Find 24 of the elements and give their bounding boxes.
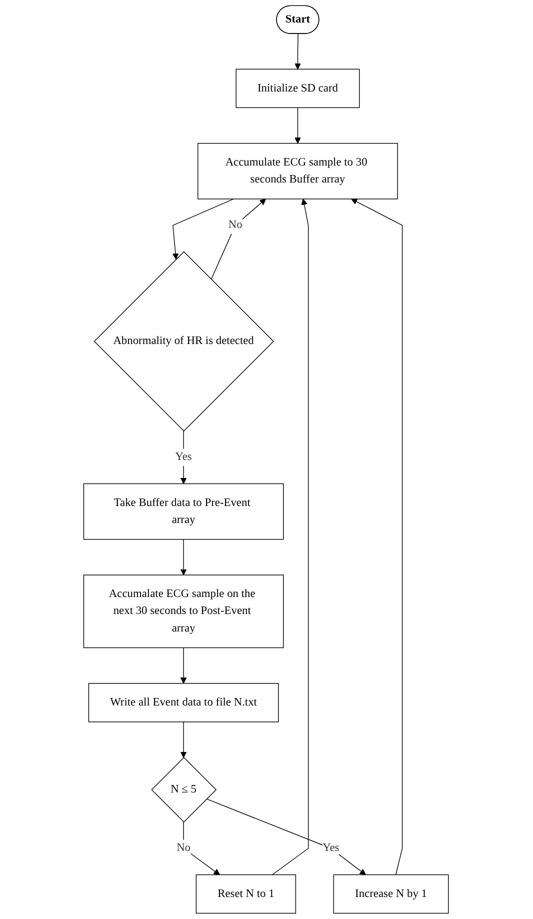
node-box: Increase N by 1 <box>334 874 450 914</box>
edge-label: No <box>177 842 191 854</box>
arrow <box>180 722 188 758</box>
arrow <box>295 34 302 70</box>
arrow <box>206 798 366 876</box>
node-box: Reset N to 1 <box>196 874 297 914</box>
node-diamond: N ≤ 5 <box>152 757 218 822</box>
node-box: Initialize SD card <box>236 68 360 108</box>
edge-label: Yes <box>323 842 340 854</box>
node-diamond: Abnormality of HR is detected <box>94 251 274 432</box>
edge-label: No <box>228 218 243 232</box>
arrow <box>172 198 234 260</box>
arrow <box>352 198 404 876</box>
node-box: Write all Event data to file N.txt <box>88 683 280 722</box>
arrow <box>180 538 188 576</box>
arrow <box>295 107 302 144</box>
arrow <box>272 198 310 876</box>
arrow <box>211 198 266 280</box>
node-box: Take Buffer data to Pre-Event array <box>84 483 284 540</box>
arrow <box>180 647 188 684</box>
node-box: Accumalate ECG sample on the next 30 seconds to Post-Event array <box>84 574 284 648</box>
edge-label: Yes <box>176 450 192 464</box>
arrow <box>184 822 220 876</box>
node-box: Accumulate ECG sample to 30 seconds Buffer array <box>198 142 398 200</box>
